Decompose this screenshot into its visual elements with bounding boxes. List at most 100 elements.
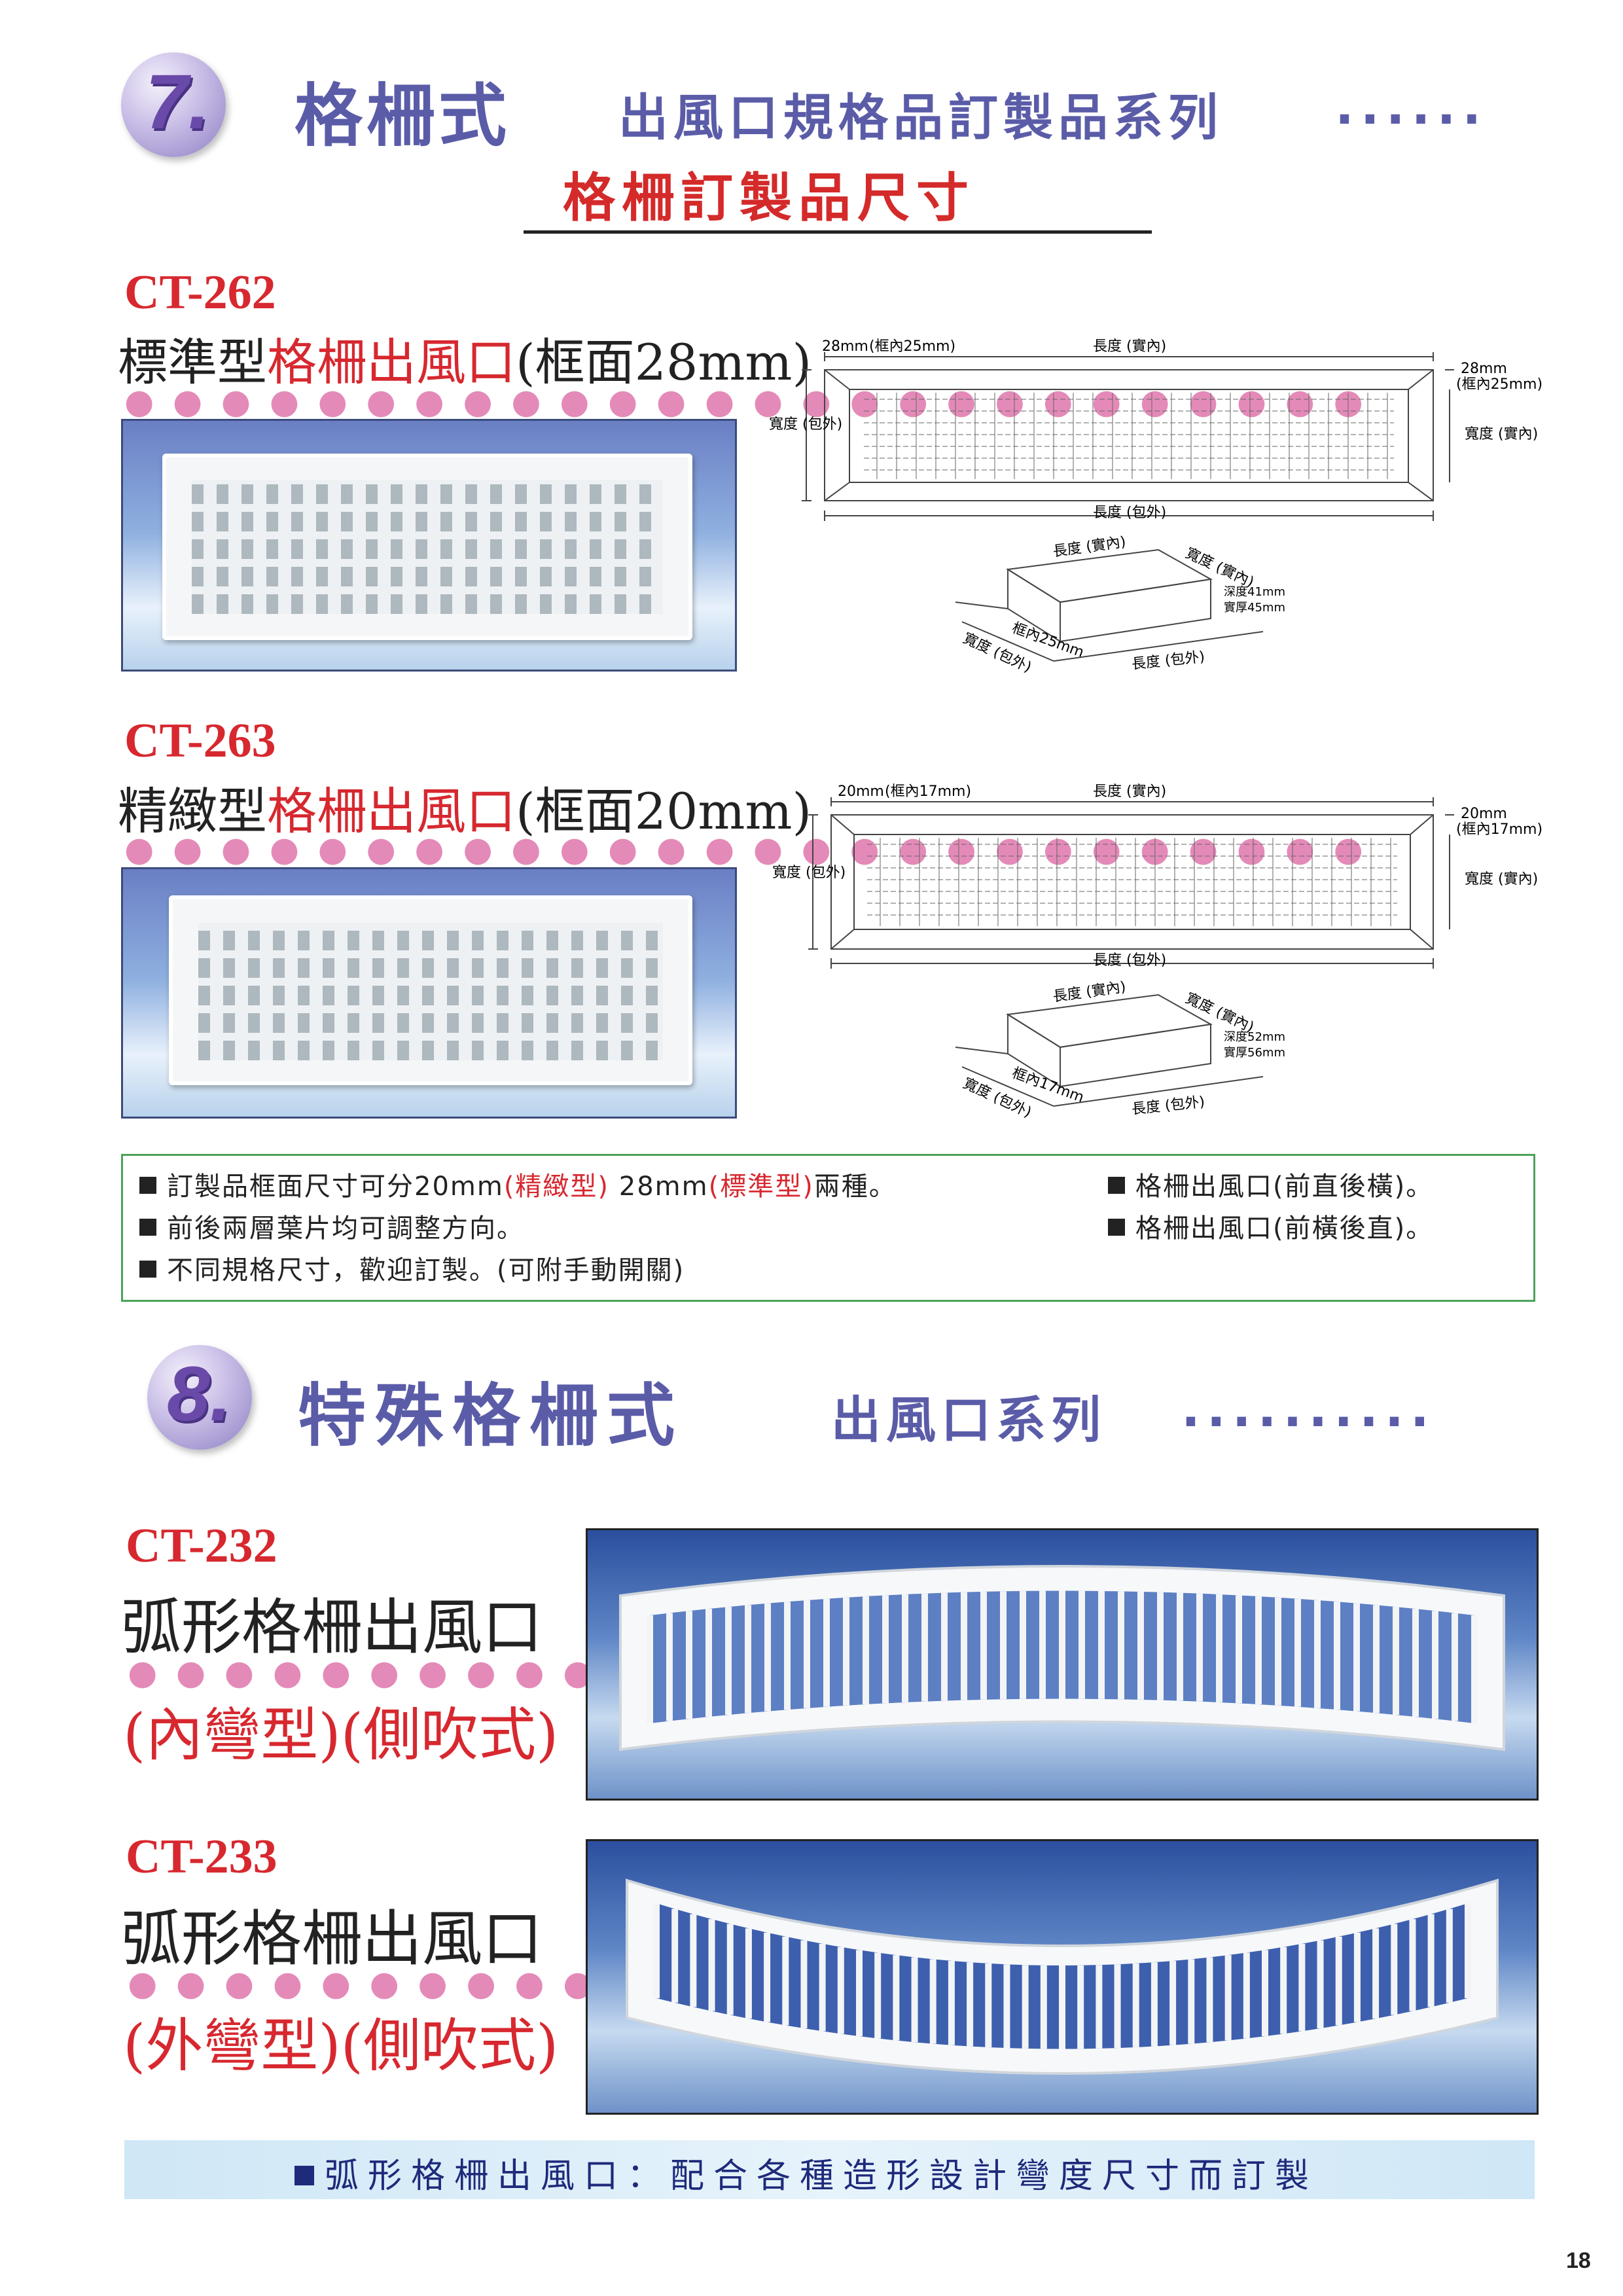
grille-slat <box>967 1962 974 2047</box>
dotted-divider: ● ● ● ● ● ● ● ● ● ● ● ● ● ● ● ● ● ● ● ● … <box>124 830 1367 869</box>
dim-width-outer: 寬度 (包外) <box>769 416 842 433</box>
iso-length-inner: 長度 (實內) <box>1052 534 1127 560</box>
dim-frame-inner: (框內17mm) <box>885 783 971 800</box>
grille-slat <box>1372 1928 1380 2019</box>
grille-slat <box>1409 1919 1416 2011</box>
grille-slat <box>1022 1965 1029 2049</box>
product-name: 弧形格柵出風口 <box>121 1904 543 1974</box>
dimension-diagram: 28mm (框內25mm) 長度 (實內) 寬度 (包外) 28mm (框內25… <box>769 338 1543 676</box>
grille-slat <box>1255 1596 1262 1705</box>
grille-frame <box>162 454 692 640</box>
product-type: (外彎型)(側吹式) <box>123 2012 559 2079</box>
note-line-3: 不同規格尺寸，歡迎訂製。(可附手動開關) <box>139 1249 685 1287</box>
dim-right-frame-inner: (框內17mm) <box>1456 821 1543 838</box>
section-title-dots: .......... <box>1181 1380 1436 1438</box>
grille-slat <box>961 1592 967 1700</box>
grille-slat <box>764 1603 771 1712</box>
grille-slat <box>708 1919 715 2011</box>
dim-width-outer: 寬度 (包外) <box>772 865 846 881</box>
product-name-highlight: 格柵出風口 <box>267 333 516 391</box>
note-text: 兩種。 <box>813 1172 897 1202</box>
page-number: 18 <box>1566 2248 1591 2273</box>
grille-slat <box>1177 1592 1183 1701</box>
grille-slat <box>1169 1960 1177 2045</box>
grille-slat <box>1412 1609 1419 1717</box>
grille-slat <box>843 1597 849 1706</box>
grille-slat <box>823 1598 830 1707</box>
grille-slat <box>1317 1940 1324 2029</box>
grille-slat <box>782 1936 789 2026</box>
product-model: CT-262 <box>124 266 276 319</box>
product-name-suffix: (框面28mm) <box>516 333 812 391</box>
product-model: CT-233 <box>126 1830 277 1884</box>
grille-slat <box>725 1607 732 1715</box>
grille-slat <box>893 1955 900 2041</box>
grille-slat <box>1353 1932 1361 2022</box>
note-text: 訂製品框面尺寸可分20mm <box>167 1172 504 1202</box>
section-number-badge <box>147 1345 252 1450</box>
product-model: CT-232 <box>126 1519 277 1573</box>
product-name-prefix: 精緻型 <box>118 782 267 840</box>
grille-slat <box>726 1924 734 2015</box>
bottom-note: 弧形格柵出風口：配合各種造形設計彎度尺寸而訂製 <box>294 2148 1318 2197</box>
grille-slat <box>941 1592 948 1701</box>
iso-depth: 深度41mm <box>1224 585 1285 599</box>
grille-slat <box>1314 1600 1321 1708</box>
grille-slat <box>1096 1965 1103 2049</box>
section-number: 8. <box>167 1351 232 1437</box>
grille-slat <box>882 1595 889 1704</box>
bullet-icon <box>139 1177 156 1194</box>
subtitle-underline <box>524 230 1152 234</box>
grille-slat <box>1294 1598 1301 1707</box>
grille-slat <box>804 1600 810 1708</box>
grille-slat <box>1280 1946 1287 2034</box>
grille-slat <box>874 1952 882 2039</box>
grille-slat <box>1059 1590 1065 1699</box>
grille-slat <box>819 1943 826 2032</box>
grille-slat <box>1275 1597 1281 1706</box>
product-model: CT-263 <box>124 714 276 768</box>
iso-width-inner: 寬度 (實內) <box>1183 545 1256 591</box>
grille-slat <box>1059 1965 1065 2049</box>
dim-frame-inner: (框內25mm) <box>869 338 955 355</box>
product-photo <box>121 867 737 1119</box>
grille-slat <box>1465 1903 1471 1998</box>
grille-slat <box>1150 1962 1158 2047</box>
bottom-note-text: 弧形格柵出風口：配合各種造形設計彎度尺寸而訂製 <box>325 2157 1319 2196</box>
grille-slat <box>1039 1590 1046 1699</box>
grille-slat <box>1334 1602 1340 1710</box>
grille-slat <box>1132 1963 1139 2047</box>
grille-slat <box>1216 1594 1222 1702</box>
note-text: 28mm <box>618 1172 709 1202</box>
section-number: 7. <box>145 59 210 145</box>
product-type: (內彎型)(側吹式) <box>123 1701 559 1768</box>
grille-slat <box>745 1605 751 1713</box>
grille-slat <box>1393 1607 1399 1715</box>
product-name: 弧形格柵出風口 <box>121 1592 543 1662</box>
grille-slat <box>1206 1957 1213 2043</box>
bullet-icon <box>294 2166 314 2185</box>
product-photo <box>586 1528 1539 1801</box>
grille-slat <box>1224 1955 1232 2041</box>
product-name-highlight: 格柵出風口 <box>267 782 516 840</box>
dim-frame: 20mm <box>838 783 884 800</box>
dim-length-outer: 長度 (包外) <box>1093 952 1166 969</box>
grille-slat <box>1391 1924 1398 2015</box>
grille-slat <box>1427 1914 1435 2007</box>
iso-length-inner: 長度 (實內) <box>1052 979 1127 1005</box>
product-name: 精緻型格柵出風口(框面20mm) <box>118 771 812 843</box>
product-name-suffix: (框面20mm) <box>516 782 812 840</box>
dim-length-inner: 長度 (實內) <box>1093 338 1166 355</box>
note-line-1: 訂製品框面尺寸可分20mm(精緻型) 28mm(標準型)兩種。 <box>139 1165 897 1203</box>
grille-louvers <box>198 923 663 1060</box>
dotted-divider: ● ● ● ● ● ● ● ● ● ● ● ● ● ● ● ● ● ● ● ● … <box>124 382 1367 422</box>
grille-slat <box>686 1611 692 1719</box>
grille-slat <box>1335 1936 1342 2026</box>
grille-slat <box>1373 1605 1380 1713</box>
dim-right-frame-inner: (框內25mm) <box>1456 376 1543 393</box>
grille-slat <box>1000 1591 1007 1700</box>
bullet-icon <box>139 1261 156 1278</box>
dim-frame: 28mm <box>822 338 868 355</box>
iso-thickness: 實厚56mm <box>1224 1046 1285 1060</box>
arc-grille-inward <box>619 1565 1505 1751</box>
